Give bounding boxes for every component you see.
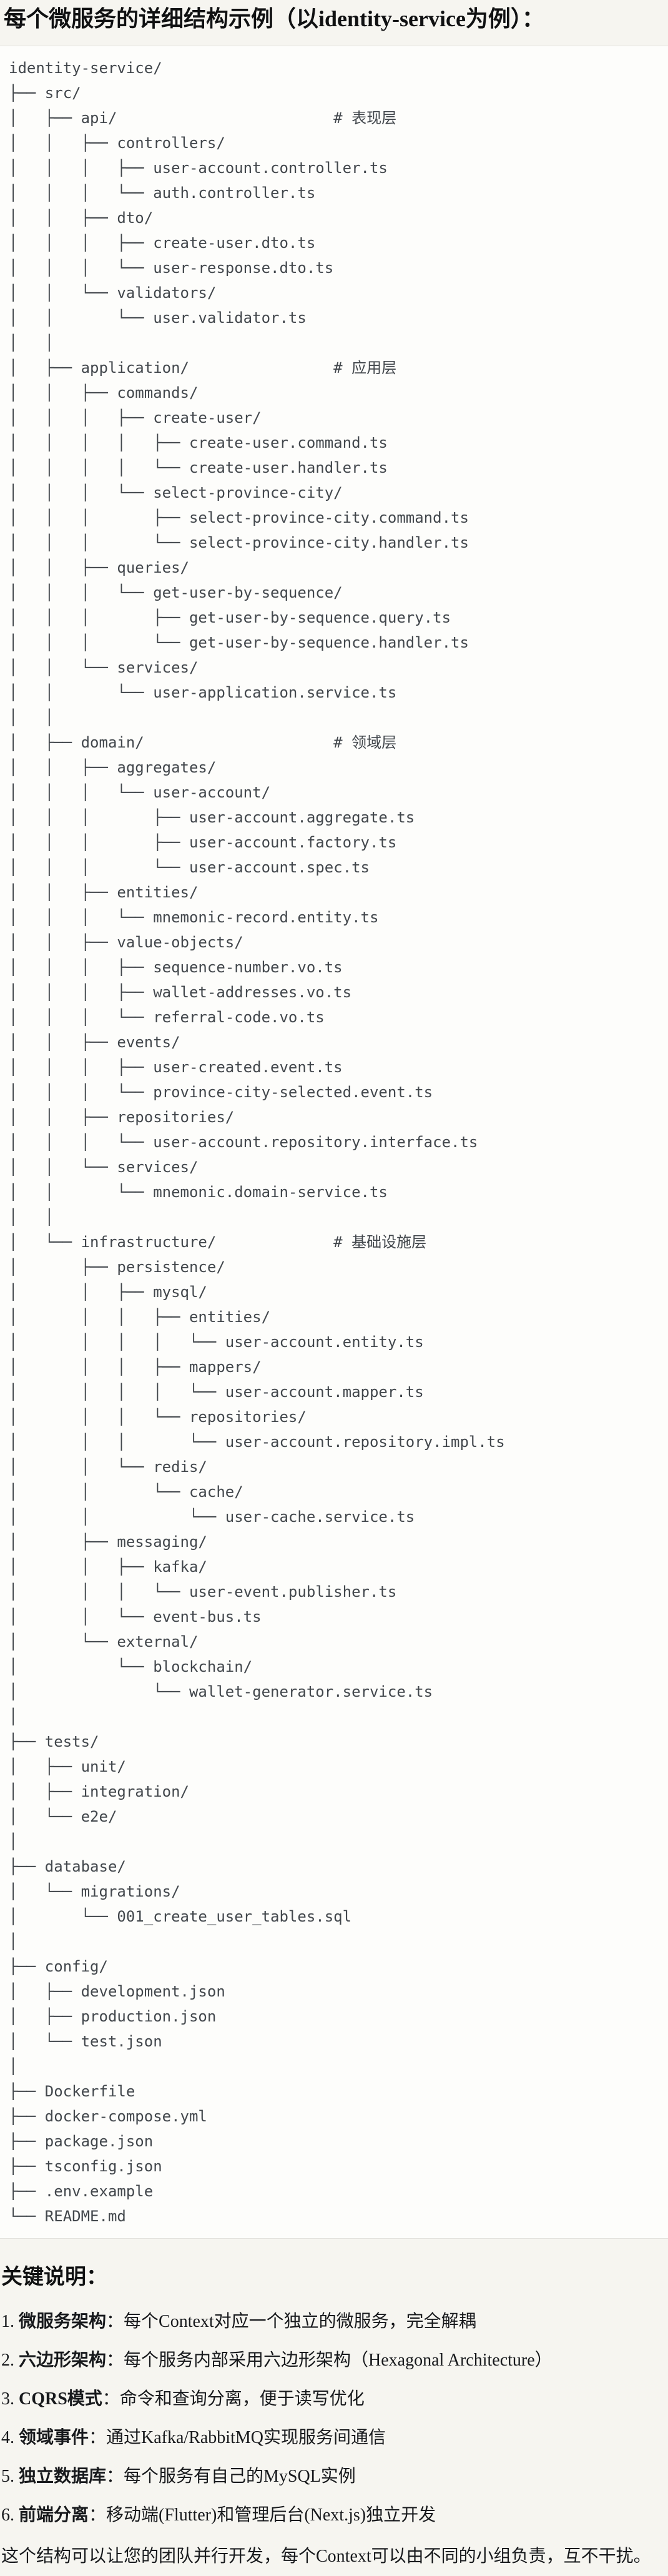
note-term: 领域事件: [19, 2428, 89, 2447]
note-text: ：通过Kafka/RabbitMQ实现服务间通信: [89, 2428, 386, 2447]
note-text: ：每个Context对应一个独立的微服务，完全解耦: [106, 2312, 476, 2331]
note-item-cqrs: 3. CQRS模式：命令和查询分离，便于读写优化: [1, 2389, 664, 2410]
note-item-database: 5. 独立数据库：每个服务有自己的MySQL实例: [1, 2466, 664, 2487]
note-number: 4.: [1, 2428, 19, 2447]
note-term: 微服务架构: [19, 2312, 107, 2331]
note-number: 6.: [1, 2505, 19, 2525]
note-text: ：每个服务有自己的MySQL实例: [106, 2467, 356, 2486]
file-tree-code-block: identity-service/ ├── src/ │ ├── api/ # …: [0, 46, 668, 2239]
file-tree: identity-service/ ├── src/ │ ├── api/ # …: [9, 59, 505, 2225]
note-text: ：命令和查询分离，便于读写优化: [102, 2389, 365, 2409]
page-title: 每个微服务的详细结构示例（以identity-service为例）：: [4, 6, 544, 31]
note-number: 3.: [1, 2389, 19, 2409]
note-number: 1.: [1, 2312, 19, 2331]
footer-note: 这个结构可以让您的团队并行开发，每个Context可以由不同的小组负责，互不干扰…: [1, 2547, 651, 2566]
note-number: 5.: [1, 2467, 19, 2486]
note-item-hexagonal: 2. 六边形架构：每个服务内部采用六边形架构（Hexagonal Archite…: [1, 2350, 664, 2371]
note-term: CQRS模式: [19, 2389, 102, 2409]
note-term: 六边形架构: [19, 2351, 107, 2370]
note-term: 独立数据库: [19, 2467, 107, 2486]
note-item-microservice: 1. 微服务架构：每个Context对应一个独立的微服务，完全解耦: [1, 2311, 664, 2332]
note-item-domain-events: 4. 领域事件：通过Kafka/RabbitMQ实现服务间通信: [1, 2427, 664, 2449]
notes-heading: 关键说明：: [1, 2266, 107, 2289]
note-text: ：每个服务内部采用六边形架构（Hexagonal Architecture）: [106, 2351, 553, 2370]
note-text: ：移动端(Flutter)和管理后台(Next.js)独立开发: [89, 2505, 436, 2525]
note-term: 前端分离: [19, 2505, 89, 2525]
note-item-frontend: 6. 前端分离：移动端(Flutter)和管理后台(Next.js)独立开发: [1, 2505, 664, 2526]
note-number: 2.: [1, 2351, 19, 2370]
notes-section: 关键说明： 1. 微服务架构：每个Context对应一个独立的微服务，完全解耦 …: [0, 2265, 668, 2567]
